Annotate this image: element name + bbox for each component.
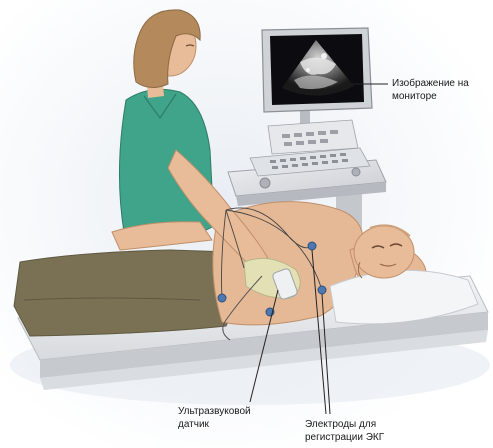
ultrasound-probe-label: Ультразвуковой датчик (178, 405, 251, 431)
electrode-chest-upper (308, 242, 316, 250)
monitor-label-line-1: Изображение на (392, 77, 469, 90)
probe-label-line-1: Ультразвуковой (178, 405, 251, 418)
monitor-label-line-2: мониторе (392, 90, 469, 103)
monitor (262, 28, 372, 112)
ecg-electrodes-label: Электроды для регистрации ЭКГ (305, 418, 384, 444)
electrodes-label-line-1: Электроды для (305, 418, 384, 431)
electrodes-label-line-2: регистрации ЭКГ (305, 431, 384, 444)
patient-head (354, 225, 414, 278)
electrode-side (218, 294, 226, 302)
probe-label-line-2: датчик (178, 418, 251, 431)
monitor-image-label: Изображение на мониторе (392, 77, 469, 103)
electrode-chest-lower (318, 286, 326, 294)
